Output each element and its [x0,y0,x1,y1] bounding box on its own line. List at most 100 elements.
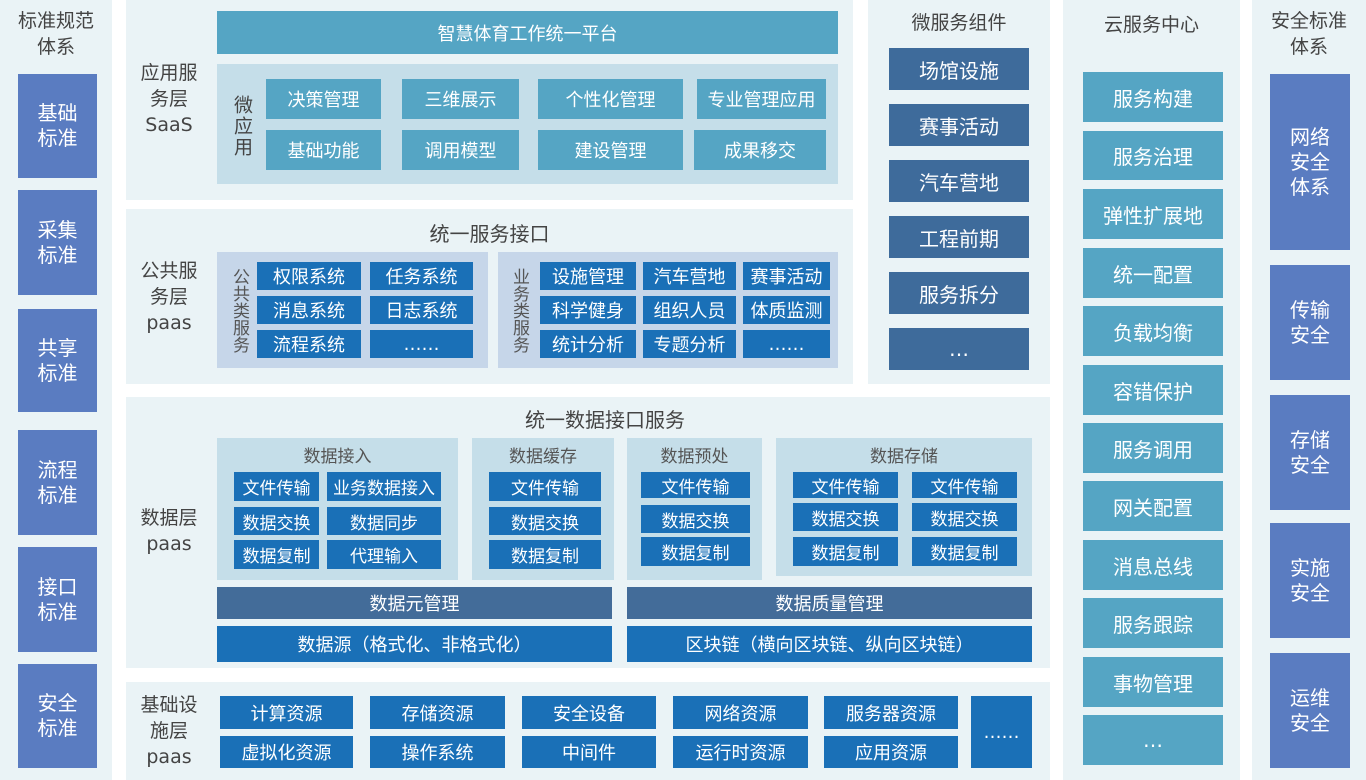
microservice-box: 场馆设施 [889,48,1029,90]
infra-label: 基础设施层paas [140,694,198,768]
platform-bar: 智慧体育工作统一平台 [217,11,838,54]
cloud-service-box: 服务构建 [1083,72,1223,122]
business-service-item: …… [743,330,830,358]
cloud-service-box: 事物管理 [1083,657,1223,707]
data-cache-item: 数据交换 [489,507,601,535]
security-box: 传输安全 [1270,265,1350,380]
micro-app-item: 三维展示 [402,79,519,119]
infra-item: 运行时资源 [673,736,808,768]
data-preprocess-item: 数据交换 [641,505,750,533]
cloud-service-box: 网关配置 [1083,481,1223,531]
data-quality-management-bar: 数据质量管理 [627,587,1032,619]
common-service-item: …… [370,330,473,358]
business-service-item: 专题分析 [643,330,736,358]
cloud-service-box: 弹性扩展地 [1083,189,1223,239]
common-service-item: 任务系统 [370,262,473,290]
data-source-bar: 数据源（格式化、非格式化） [217,626,612,662]
data-access-title: 数据接入 [303,447,372,467]
data-cache-item: 文件传输 [489,472,601,501]
micro-app-item: 基础功能 [266,130,381,170]
infra-item: 操作系统 [370,736,505,768]
data-preprocess-item: 数据复制 [641,537,750,566]
standard-box: 接口标准 [18,547,97,652]
business-service-item: 体质监测 [743,296,830,324]
microservice-box: 工程前期 [889,216,1029,258]
security-box: 实施安全 [1270,523,1350,638]
security-box: 网络安全体系 [1270,74,1350,250]
infra-item: 应用资源 [824,736,958,768]
micro-app-item: 成果移交 [694,130,826,170]
data-label: 数据层paas [140,507,198,555]
standard-box: 共享标准 [18,309,97,412]
infra-item: 服务器资源 [824,696,958,729]
micro-app-item: 专业管理应用 [697,79,826,119]
infra-item: 中间件 [522,736,656,768]
infra-item: 计算资源 [220,696,353,729]
microservice-box: 汽车营地 [889,160,1029,202]
cloud-service-box: 统一配置 [1083,248,1223,298]
infra-item: 存储资源 [370,696,505,729]
cloud-service-box: 负载均衡 [1083,306,1223,356]
data-access-item: 数据复制 [234,540,319,569]
data-storage-item: 文件传输 [912,472,1017,498]
business-services-label: 业务类服务 [509,267,529,353]
security-box: 运维安全 [1270,653,1350,768]
micro-app-item: 调用模型 [402,130,519,170]
common-service-item: 权限系统 [257,262,361,290]
infra-more: …… [971,696,1032,768]
micro-app-item: 决策管理 [266,79,381,119]
common-services-label: 公共类服务 [229,267,249,353]
standards-title: 标准规范体系 [17,10,94,58]
cloud-service-box: 服务跟踪 [1083,598,1223,648]
infra-item: 安全设备 [522,696,656,729]
common-service-item: 消息系统 [257,296,361,324]
business-service-item: 汽车营地 [643,262,736,290]
common-service-item: 流程系统 [257,330,361,358]
business-service-item: 设施管理 [540,262,636,290]
data-storage-item: 文件传输 [793,472,898,498]
micro-app-label: 微应用 [231,94,253,158]
saas-label: 应用服务层SaaS [140,62,198,136]
micro-app-item: 建设管理 [538,130,683,170]
public-label: 公共服务层paas [140,260,198,334]
cloud-service-box: 消息总线 [1083,540,1223,590]
data-access-item: 数据同步 [327,507,441,535]
data-preprocess-item: 文件传输 [641,472,750,498]
data-preprocess-title: 数据预处 [660,447,729,467]
cloud-service-box: 容错保护 [1083,365,1223,415]
business-service-item: 统计分析 [540,330,636,358]
micro-app-item: 个性化管理 [538,79,683,119]
microservice-box: 服务拆分 [889,272,1029,314]
data-access-item: 代理输入 [327,540,441,569]
standard-box: 采集标准 [18,190,97,295]
standard-box: 流程标准 [18,430,97,535]
public-title: 统一服务接口 [429,222,550,246]
data-storage-item: 数据交换 [793,503,898,531]
data-storage-item: 数据复制 [793,537,898,566]
data-storage-item: 数据交换 [912,503,1017,531]
data-cache-title: 数据缓存 [509,447,577,467]
infra-item: 虚拟化资源 [220,736,353,768]
data-title: 统一数据接口服务 [525,408,685,432]
data-access-item: 业务数据接入 [327,472,441,501]
microservice-box: 赛事活动 [889,104,1029,146]
common-service-item: 日志系统 [370,296,473,324]
microservice-box: … [889,328,1029,370]
data-storage-item: 数据复制 [912,537,1017,566]
cloud-service-box: … [1083,715,1223,765]
data-access-item: 文件传输 [234,472,319,501]
standard-box: 安全标准 [18,664,97,768]
infra-item: 网络资源 [673,696,808,729]
cloud-title: 云服务中心 [1103,14,1199,36]
security-title: 安全标准体系 [1270,10,1347,58]
standard-box: 基础标准 [18,74,97,178]
cloud-service-box: 服务调用 [1083,423,1223,473]
data-storage-title: 数据存储 [870,447,938,467]
business-service-item: 组织人员 [643,296,736,324]
microservices-title: 微服务组件 [911,12,1007,34]
metadata-management-bar: 数据元管理 [217,587,612,619]
data-access-item: 数据交换 [234,507,319,535]
security-box: 存储安全 [1270,395,1350,510]
business-service-item: 赛事活动 [743,262,830,290]
cloud-service-box: 服务治理 [1083,131,1223,180]
